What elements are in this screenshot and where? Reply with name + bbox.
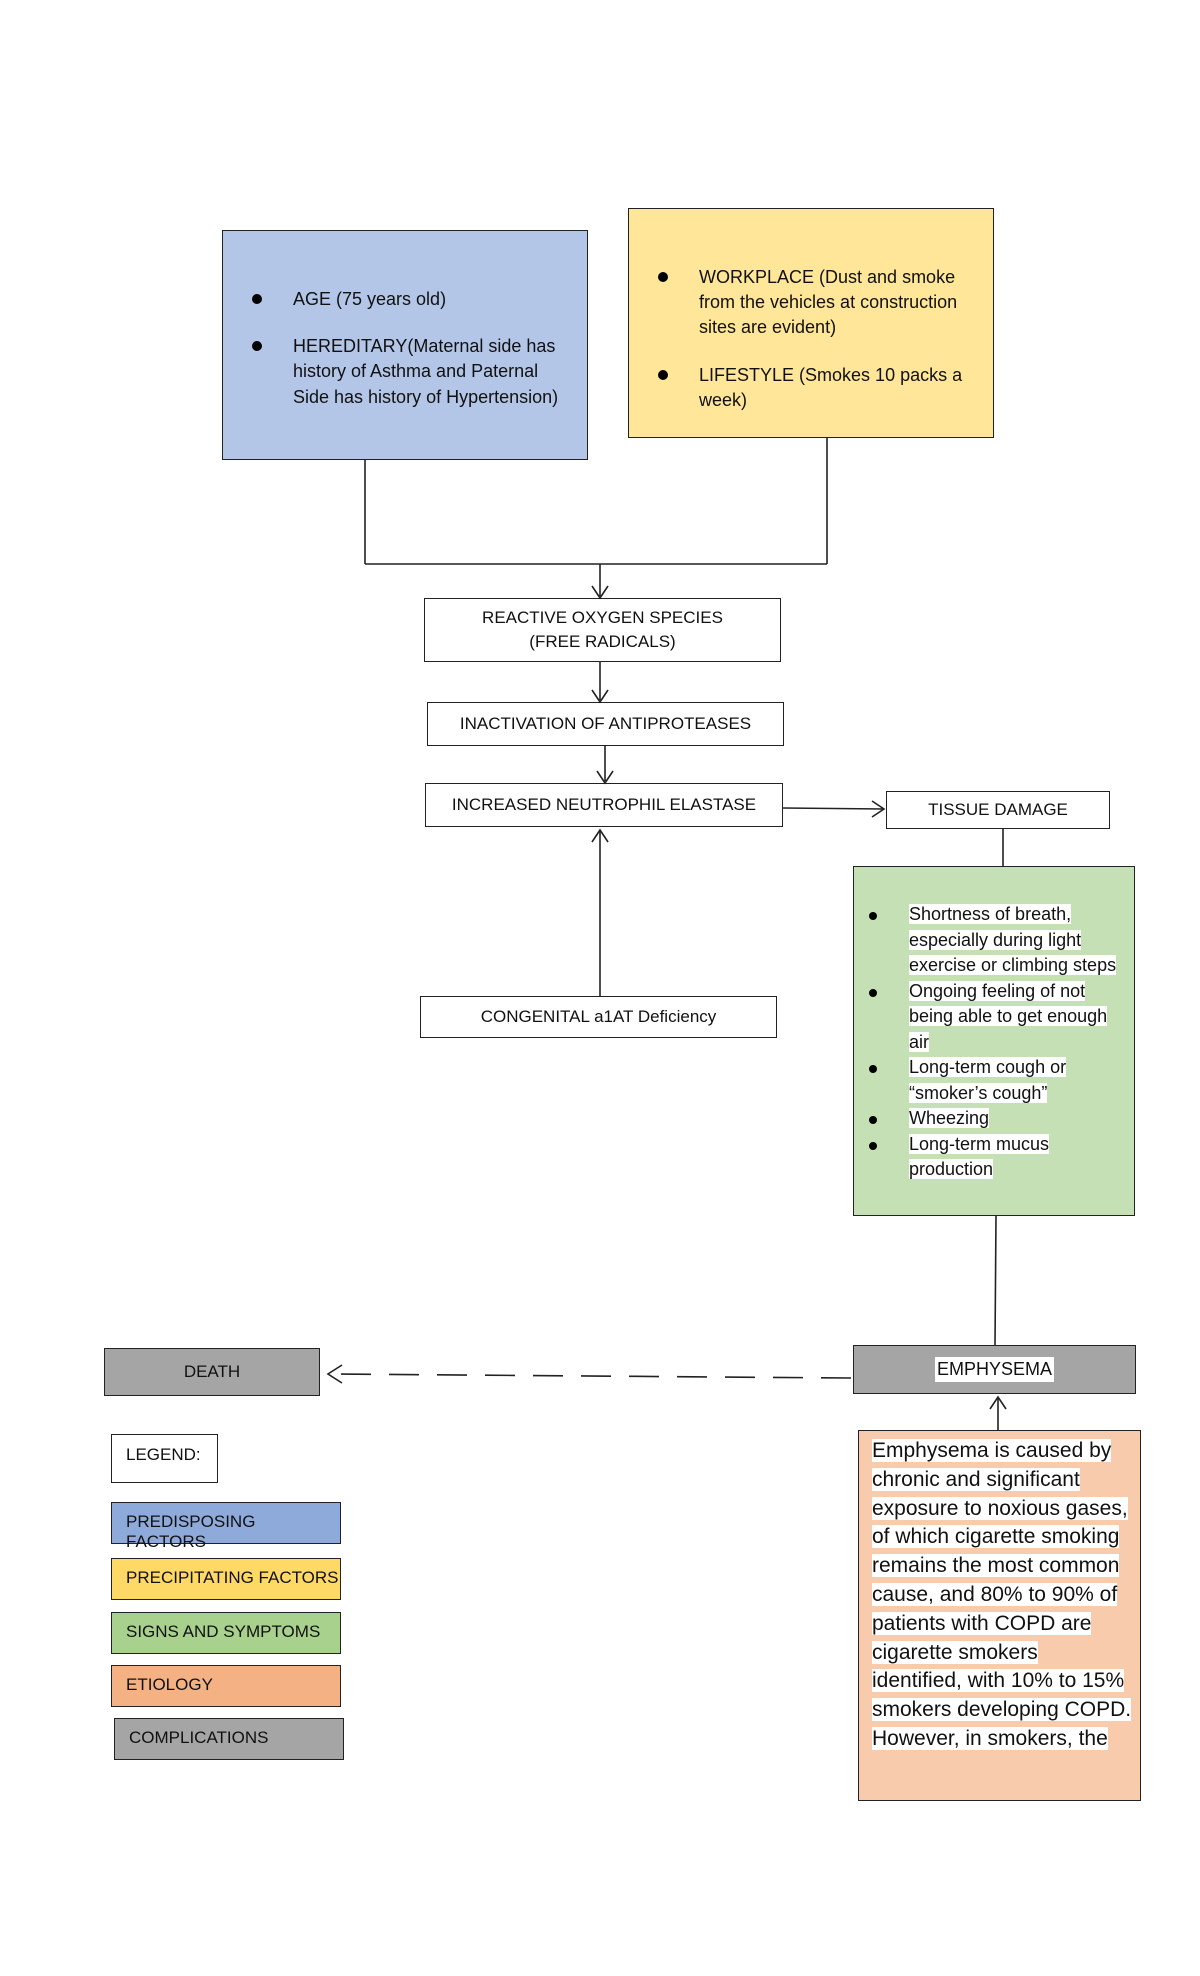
emphysema-label: EMPHYSEMA [934,1356,1055,1383]
list-item: WORKPLACE (Dust and smoke from the vehic… [643,265,977,341]
list-item: Long-term mucus production [854,1132,1124,1183]
list-item: LIFESTYLE (Smokes 10 packs a week) [643,363,977,413]
congenital-label: CONGENITAL a1AT Deficiency [480,1007,717,1027]
legend-signs: SIGNS AND SYMPTOMS [111,1612,341,1654]
predisposing-list: AGE (75 years old) HEREDITARY(Maternal s… [237,287,571,432]
list-item: HEREDITARY(Maternal side has history of … [237,334,571,410]
neutrophil-label: INCREASED NEUTROPHIL ELASTASE [451,795,757,815]
bullet-icon [252,341,262,352]
bullet-icon [869,1065,877,1073]
bullet-icon [869,988,877,997]
tissue-damage-label: TISSUE DAMAGE [928,800,1068,820]
inactivation-label: INACTIVATION OF ANTIPROTEASES [459,714,752,734]
precipitating-list: WORKPLACE (Dust and smoke from the vehic… [643,265,977,435]
arrow-emphysema-death [327,1373,852,1379]
ros-line1: REACTIVE OXYGEN SPECIES [482,608,723,628]
congenital-a1at-box: CONGENITAL a1AT Deficiency [420,996,777,1038]
etiology-box: Emphysema is caused by chronic and signi… [858,1430,1141,1801]
bullet-icon [869,1116,877,1124]
reactive-oxygen-species-box: REACTIVE OXYGEN SPECIES (FREE RADICALS) [424,598,781,662]
emphysema-box: EMPHYSEMA [853,1345,1136,1394]
list-item: Ongoing feeling of not being able to get… [854,979,1124,1056]
bullet-icon [658,369,668,380]
legend-etiology: ETIOLOGY [111,1665,341,1707]
arrow-to-tissue [782,807,885,810]
tissue-damage-box: TISSUE DAMAGE [886,791,1110,829]
predisposing-factors-box: AGE (75 years old) HEREDITARY(Maternal s… [222,230,588,460]
signs-symptoms-box: Shortness of breath, especially during l… [853,866,1135,1216]
bullet-icon [658,272,668,282]
legend-title: LEGEND: [111,1434,218,1483]
bullet-icon [252,294,262,304]
list-item: Long-term cough or “smoker’s cough” [854,1055,1124,1106]
ros-line2: (FREE RADICALS) [529,632,676,651]
connector-signs-emphysema [994,1215,997,1346]
legend-predisposing: PREDISPOSING FACTORS [111,1502,341,1551]
inactivation-antiproteases-box: INACTIVATION OF ANTIPROTEASES [427,702,784,746]
list-item: Wheezing [854,1106,1124,1132]
legend-precipitating: PRECIPITATING FACTORS [111,1558,341,1600]
neutrophil-elastase-box: INCREASED NEUTROPHIL ELASTASE [425,783,783,827]
arrowhead-emphysema [989,1395,1007,1410]
death-box: DEATH [104,1348,320,1396]
legend-complications: COMPLICATIONS [114,1718,344,1760]
list-item: Shortness of breath, especially during l… [854,902,1124,979]
bullet-icon [869,912,877,920]
arrowhead-tissue [871,800,886,818]
arrowhead-congenital [591,828,609,843]
death-label: DEATH [183,1362,241,1382]
precipitating-factors-box: WORKPLACE (Dust and smoke from the vehic… [628,208,994,438]
signs-list: Shortness of breath, especially during l… [854,902,1124,1183]
bullet-icon [869,1141,877,1150]
list-item: AGE (75 years old) [237,287,571,312]
arrowhead-death [326,1364,343,1384]
etiology-text: Emphysema is caused by chronic and signi… [872,1439,1132,1750]
